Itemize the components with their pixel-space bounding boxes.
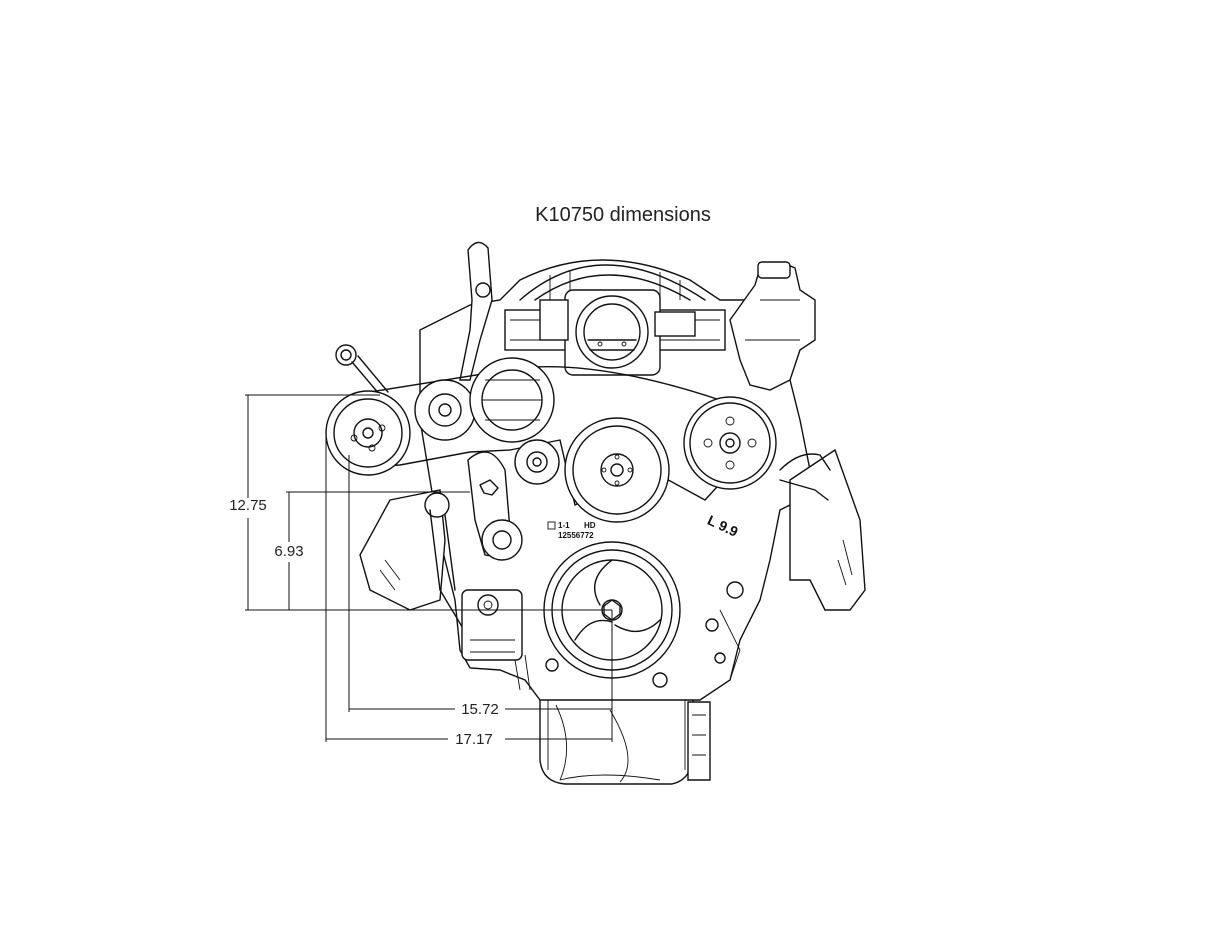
dimension-vertical-outer: 12.75 (229, 497, 267, 514)
dipstick-tube (335, 241, 493, 396)
oil-pan (539, 689, 711, 785)
lower-right-components (545, 581, 744, 688)
dimension-lines (245, 394, 613, 742)
dimension-horizontal-inner: 15.72 (461, 701, 499, 718)
dimension-vertical-inner: 6.93 (274, 543, 303, 560)
belt-tensioner (467, 451, 523, 561)
throttle-body (539, 289, 696, 376)
right-exhaust-manifold (789, 448, 866, 611)
svg-text:12556772: 12556772 (558, 531, 594, 540)
idler-pulley-upper (414, 379, 476, 441)
dimension-horizontal-outer: 17.17 (455, 731, 493, 748)
coolant-reservoir (729, 261, 816, 391)
water-pump-pulley (564, 417, 670, 523)
svg-text:1-1: 1-1 (558, 521, 570, 530)
engine-line-art: 1-1 HD 12556772 L 9.9 (325, 241, 866, 785)
ac-compressor-pulley (325, 390, 411, 476)
lower-left-components (424, 492, 531, 691)
svg-text:HD: HD (584, 521, 596, 530)
alternator (469, 357, 555, 443)
power-steering-pulley (683, 396, 777, 490)
right-hose (779, 453, 831, 501)
drawing-title: K10750 dimensions (535, 204, 711, 226)
idler-pulley-lower (514, 439, 560, 485)
